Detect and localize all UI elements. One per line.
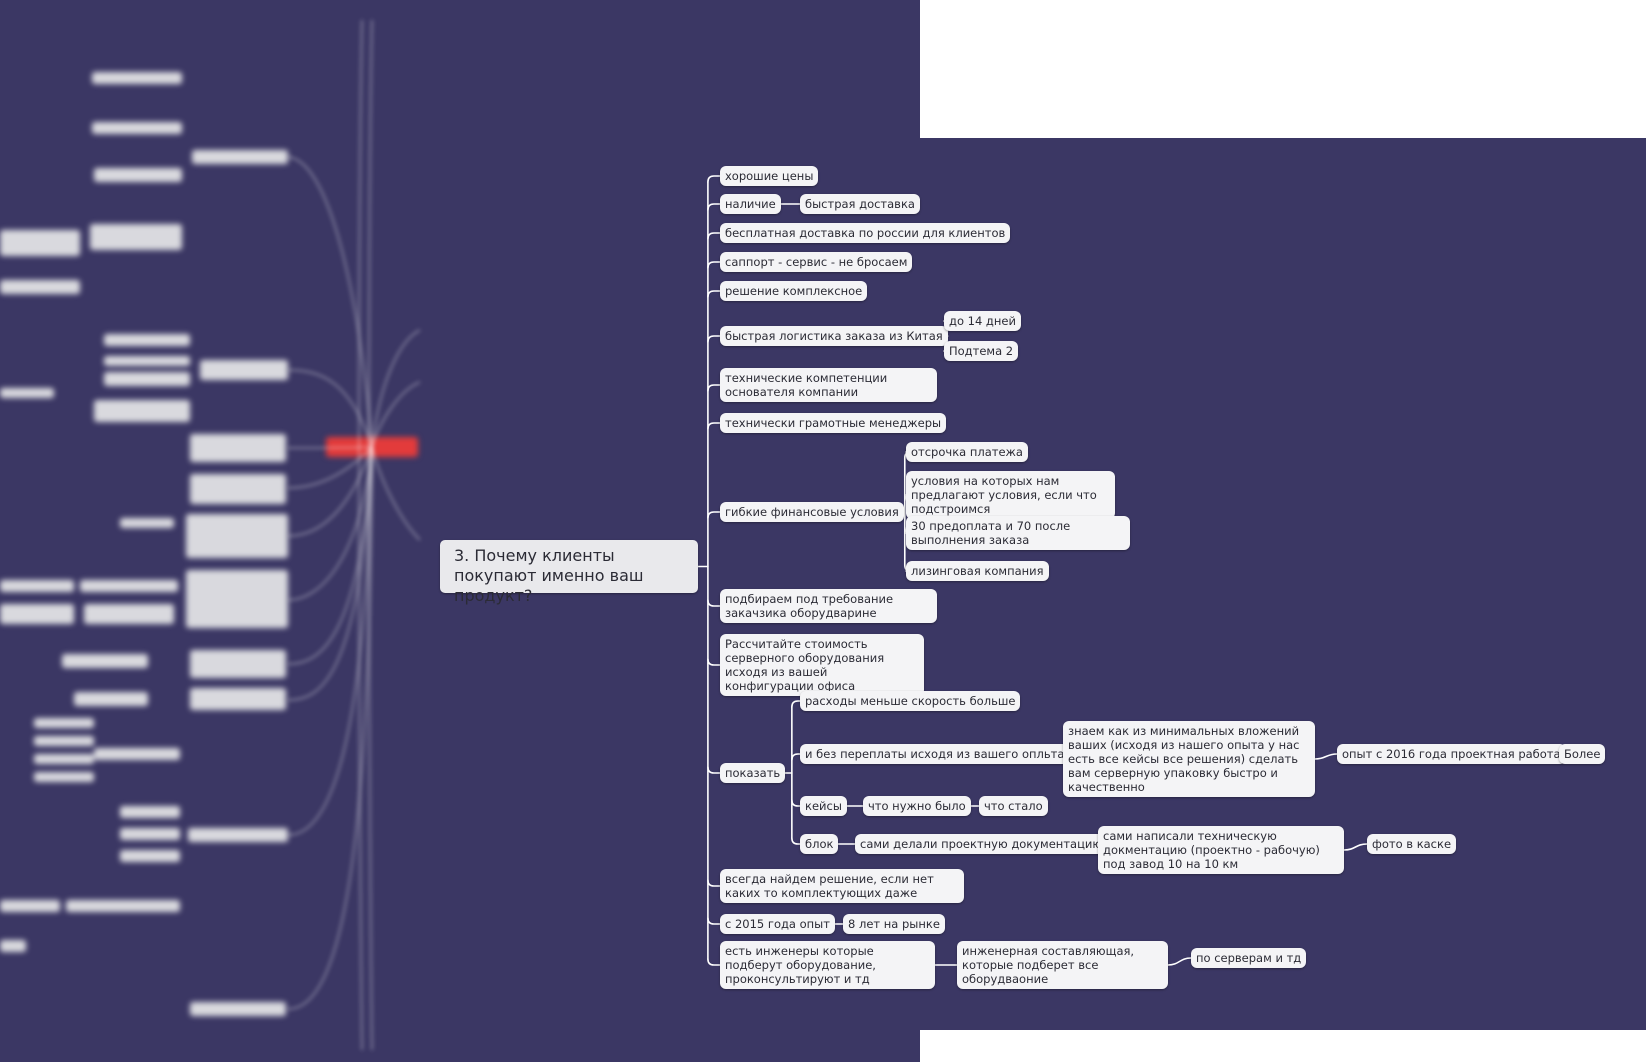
subtopic-experience-2016[interactable]: опыт с 2016 года проектная работа: [1337, 744, 1566, 764]
blurred-topic[interactable]: [0, 900, 60, 912]
topic-show[interactable]: показать: [720, 763, 786, 783]
subtopic-up-to-14-days[interactable]: до 14 дней: [944, 311, 1021, 331]
blurred-topic[interactable]: [34, 718, 94, 728]
blurred-topic[interactable]: [190, 474, 286, 504]
topic-flexible-finance[interactable]: гибкие финансовые условия: [720, 502, 904, 522]
subtopic-adapt-conditions[interactable]: условия на которых нам предлагают услови…: [906, 471, 1115, 519]
subtopic-8-years[interactable]: 8 лет на рынке: [843, 914, 945, 934]
blurred-topic[interactable]: [104, 356, 190, 366]
blurred-topic[interactable]: [0, 940, 26, 952]
blurred-topic[interactable]: [92, 72, 182, 84]
topic-always-find-solution[interactable]: всегда найдем решение, если нет каких то…: [720, 869, 964, 903]
blurred-topic[interactable]: [120, 518, 174, 528]
subtopic-minimal-investment[interactable]: знаем как из минимальных вложений ваших …: [1063, 721, 1315, 797]
topic-founder-competence[interactable]: технические компетенции основателя компа…: [720, 368, 937, 402]
blurred-topic[interactable]: [94, 168, 182, 182]
blurred-topic[interactable]: [94, 400, 190, 422]
subtopic-block[interactable]: блок: [800, 834, 839, 854]
subtopic-technical-docs[interactable]: сами написали техническую докментацию (п…: [1098, 826, 1344, 874]
topic-select-equipment[interactable]: подбираем под требование закачзика обору…: [720, 589, 937, 623]
subtopic-payment-deferral[interactable]: отсрочка платежа: [906, 442, 1028, 462]
topic-support-service[interactable]: саппорт - сервис - не бросаем: [720, 252, 913, 272]
subtopic-what-became[interactable]: что стало: [979, 796, 1048, 816]
subtopic-no-overpay[interactable]: и без переплаты исходя из вашего опльта: [800, 744, 1070, 764]
blurred-topic[interactable]: [94, 748, 180, 760]
topic-good-prices[interactable]: хорошие цены: [720, 166, 819, 186]
blurred-topic[interactable]: [0, 604, 74, 624]
blurred-topic[interactable]: [120, 806, 180, 818]
blurred-topic[interactable]: [120, 850, 180, 862]
blurred-topic[interactable]: [120, 828, 180, 840]
blurred-topic[interactable]: [190, 688, 286, 710]
topic-calculate-cost[interactable]: Рассчитайте стоимость серверного оборудо…: [720, 634, 924, 696]
blurred-topic[interactable]: [34, 736, 94, 746]
subtopic-what-was-needed[interactable]: что нужно было: [863, 796, 971, 816]
central-topic-blurred[interactable]: [326, 437, 418, 457]
topic-fast-logistics[interactable]: быстрая логистика заказа из Китая: [720, 326, 948, 346]
canvas-background-right: [920, 138, 1646, 1030]
topic-engineers[interactable]: есть инженеры которые подберут оборудова…: [720, 941, 935, 989]
topic-availability[interactable]: наличие: [720, 194, 781, 214]
subtopic-leasing-company[interactable]: лизинговая компания: [906, 561, 1049, 581]
blurred-topic[interactable]: [62, 654, 148, 668]
blurred-topic[interactable]: [74, 692, 148, 706]
subtopic-cases[interactable]: кейсы: [800, 796, 847, 816]
subtopic-helmet-photo[interactable]: фото в каске: [1367, 834, 1457, 854]
blurred-topic[interactable]: [192, 150, 288, 164]
blurred-topic[interactable]: [80, 580, 178, 592]
blurred-topic[interactable]: [92, 122, 182, 134]
subtopic-engineering-component[interactable]: инженерная составляющая, которые подбере…: [957, 941, 1168, 989]
blurred-topic[interactable]: [34, 754, 94, 764]
blurred-topic[interactable]: [188, 828, 288, 842]
blurred-topic[interactable]: [84, 604, 174, 624]
blurred-topic[interactable]: [0, 230, 80, 256]
blurred-topic[interactable]: [186, 514, 288, 558]
blurred-topic[interactable]: [0, 580, 74, 592]
blurred-topic[interactable]: [190, 434, 286, 462]
blurred-topic[interactable]: [200, 360, 288, 380]
blurred-topic[interactable]: [0, 280, 80, 294]
blurred-topic[interactable]: [66, 900, 180, 912]
subtopic-project-docs[interactable]: сами делали проектную документацию: [855, 834, 1108, 854]
blurred-topic[interactable]: [186, 570, 288, 628]
subtopic-subtopic-2[interactable]: Подтема 2: [944, 341, 1019, 361]
topic-competent-managers[interactable]: технически грамотные менеджеры: [720, 413, 947, 433]
subtopic-prepayment-30-70[interactable]: 30 предоплата и 70 после выполнения зака…: [906, 516, 1130, 550]
blurred-topic[interactable]: [190, 1002, 286, 1016]
blurred-topic[interactable]: [34, 772, 94, 782]
topic-free-delivery[interactable]: бесплатная доставка по россии для клиент…: [720, 223, 1011, 243]
topic-experience-2015[interactable]: с 2015 года опыт: [720, 914, 835, 934]
blurred-mindmap-overview: [0, 0, 430, 1062]
subtopic-fast-delivery[interactable]: быстрая доставка: [800, 194, 920, 214]
blurred-topic[interactable]: [104, 372, 190, 386]
subtopic-more[interactable]: Более: [1559, 744, 1606, 764]
subtopic-lower-costs[interactable]: расходы меньше скорость больше: [800, 691, 1021, 711]
blurred-topic[interactable]: [90, 224, 182, 250]
blurred-topic[interactable]: [0, 388, 54, 398]
blurred-topic[interactable]: [104, 334, 190, 346]
root-topic[interactable]: 3. Почему клиенты покупают именно ваш пр…: [440, 540, 698, 605]
blurred-topic[interactable]: [190, 650, 286, 678]
subtopic-servers-etc[interactable]: по серверам и тд: [1191, 948, 1307, 968]
topic-complex-solution[interactable]: решение комплексное: [720, 281, 868, 301]
